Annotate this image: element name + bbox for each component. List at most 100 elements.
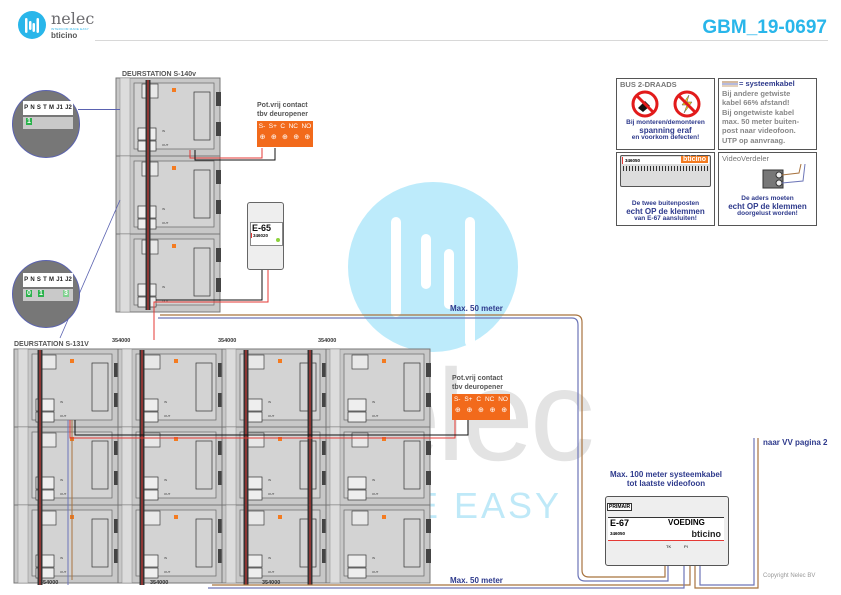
- jumper: 1: [26, 118, 32, 125]
- s140v-module: [115, 77, 222, 157]
- door-station-title: DEURSTATION S-140v: [122, 71, 197, 78]
- jumper: 0: [26, 290, 32, 297]
- e67-model: E-67: [610, 518, 630, 528]
- power-led-icon: [276, 238, 280, 242]
- max100-label: Max. 100 meter systeemkabel tot laatste …: [605, 470, 727, 488]
- screw-icon: ⊕: [270, 134, 277, 141]
- partner-brand-text: bticino: [51, 31, 78, 40]
- s131v-module: [13, 426, 120, 506]
- cable-line: max. 50 meter buiten-: [722, 117, 800, 126]
- screw-icon: ⊕: [489, 407, 496, 414]
- screw-icon: ⊕: [454, 407, 461, 414]
- s131v-module: [325, 348, 432, 428]
- warning-icons: [631, 90, 701, 118]
- relay-terminal: S+: [464, 396, 473, 403]
- document-id: GBM_19-0697: [702, 17, 827, 38]
- info-box-cable: = systeemkabel Bij andere getwiste kabel…: [718, 78, 817, 150]
- cable-line: Bij andere getwiste: [722, 88, 791, 98]
- e67-power-supply: PRIMAIR E-67 VOEDING 346050 bticino TK P…: [605, 496, 729, 566]
- s131v-module: [325, 504, 432, 584]
- vv-line2: echt OP de klemmen: [728, 201, 807, 211]
- brand-tagline: INTERCOM MADE EASY: [51, 27, 89, 31]
- vv-title: VideoVerdeler: [722, 154, 769, 163]
- cable-line: Bij ongetwiste kabel: [722, 107, 795, 117]
- e65-module: E-65 346020: [247, 202, 284, 270]
- cable-title: = systeemkabel: [739, 79, 795, 88]
- s131v-module: [117, 348, 224, 428]
- s131v-module: [325, 426, 432, 506]
- term-label: J1: [56, 105, 63, 111]
- system-cable-icon: [722, 81, 738, 87]
- info-box-bus: BUS 2-DRAADS Bij monteren/demonteren spa…: [616, 78, 715, 150]
- max100-line2: tot laatste videofoon: [626, 479, 706, 488]
- s131v-module: [13, 348, 120, 428]
- connector-label: 354000: [150, 580, 169, 586]
- supply-wire: [156, 268, 263, 301]
- relay-terminal: S-: [258, 123, 266, 130]
- term-label: M: [49, 105, 55, 111]
- e65-model: E-65: [252, 223, 272, 233]
- e67-tip-line2: echt OP de klemmen: [626, 206, 705, 216]
- relay-subtitle: tbv deuropener: [452, 384, 503, 391]
- screw-icon: ⊕: [259, 134, 266, 141]
- info-box-e67-tip: 346050 bticino De twee buitenposten echt…: [616, 152, 715, 226]
- e67-tip-line1: De twee buitenposten: [631, 200, 700, 207]
- vv-line1: De aders moeten: [741, 195, 794, 202]
- screw-icon: ⊕: [293, 134, 300, 141]
- connector-label: 354000: [318, 338, 337, 344]
- terminal-zoom-2: P N S T M J1 J2 0 1 3: [12, 260, 80, 328]
- relay-subtitle: tbv deuropener: [257, 111, 308, 118]
- distance-label-bottom: Max. 50 meter: [450, 576, 503, 585]
- e65-article: 346020: [251, 233, 282, 238]
- term-label: N: [30, 105, 35, 111]
- term-label: S: [36, 105, 41, 111]
- info-box-vv-tip: VideoVerdeler De aders moeten echt OP de…: [718, 152, 817, 226]
- copyright: Copyright Nelec BV: [763, 573, 816, 579]
- term-label: T: [43, 105, 47, 111]
- relay-terminal: S+: [268, 123, 277, 130]
- relay-wire: [194, 148, 276, 161]
- relay-terminal: C: [476, 396, 482, 403]
- zoom-pointer-line: [78, 109, 120, 110]
- term-label: P: [24, 105, 29, 111]
- to-vv-label: naar VV pagina 2: [763, 438, 828, 447]
- relay-terminal: NC: [288, 123, 298, 130]
- system-cable: [699, 438, 755, 586]
- system-cable: [160, 314, 666, 578]
- system-cable: [208, 565, 685, 589]
- relay-title: Pot.vrij contact: [452, 375, 503, 382]
- connector-label: 354000: [262, 580, 281, 586]
- term-label: M: [49, 277, 55, 283]
- term-label: J2: [65, 105, 72, 111]
- e67-tip-line3: van E-67 aansluiten!: [634, 215, 697, 223]
- screw-icon: ⊕: [478, 407, 484, 414]
- screw-icon: ⊕: [282, 134, 288, 141]
- relay-wire: [189, 148, 263, 159]
- header-divider: [95, 40, 828, 41]
- e67-tag-pi: PI: [684, 544, 688, 549]
- no-plug-icon: [631, 90, 659, 118]
- partner-brand: bticino: [51, 31, 77, 40]
- nelec-logo-icon: [18, 11, 46, 39]
- e67-tip-article: 346050: [625, 158, 641, 163]
- s131v-module: [117, 426, 224, 506]
- max100-line1: Max. 100 meter systeemkabel: [609, 470, 723, 479]
- jumper: 3: [63, 290, 69, 297]
- e67-tag-tk: TK: [666, 544, 672, 549]
- distance-label-top: Max. 50 meter: [450, 304, 503, 313]
- relay-title: Pot.vrij contact: [257, 102, 308, 109]
- brand-name: nelec: [51, 9, 95, 28]
- cable-line: kabel 66% afstand!: [722, 98, 790, 108]
- e67-tip-brand: bticino: [681, 156, 708, 163]
- jumper: 1: [38, 290, 44, 297]
- bus-line1: Bij monteren/demonteren: [626, 119, 705, 126]
- screw-icon: ⊕: [501, 407, 508, 414]
- e67-primary-label: PRIMAIR: [607, 503, 633, 511]
- e67-name: VOEDING: [668, 518, 705, 527]
- cable-line: UTP op aanvraag.: [722, 135, 786, 145]
- no-power-icon: [673, 90, 701, 118]
- term-label: S: [36, 277, 41, 283]
- system-cable: [694, 438, 759, 589]
- bus-line2: spanning eraf: [639, 125, 692, 135]
- relay-contact-2: Pot.vrij contact tbv deuropener S- S+ C …: [452, 374, 510, 420]
